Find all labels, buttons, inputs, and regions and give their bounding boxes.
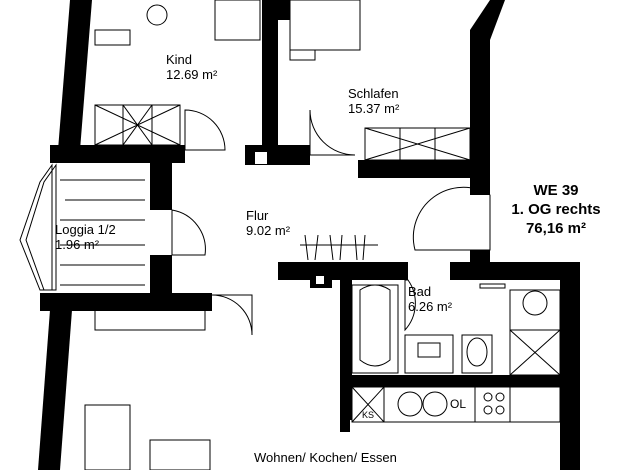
room-name: Wohnen/ Kochen/ Essen (254, 450, 397, 465)
room-name: Schlafen (348, 86, 399, 101)
room-area: 12.69 m² (166, 67, 218, 82)
unit-floor: 1. OG rechts (511, 201, 601, 218)
room-area: 6.26 m² (408, 299, 453, 314)
unit-area: 76,16 m² (525, 220, 587, 237)
room-name: Bad (408, 284, 432, 299)
room-wohnen: Wohnen/ Kochen/ Essen (254, 450, 397, 465)
room-area: 15.37 m² (348, 101, 400, 116)
oven-label: OL (450, 397, 466, 411)
fixtures-lines (19, 0, 561, 470)
room-name: Flur (246, 208, 269, 223)
unit-info: WE 39 1. OG rechts 76,16 m² (486, 181, 626, 238)
walls (38, 0, 580, 470)
room-name: Loggia 1/2 (55, 222, 116, 237)
fridge-label: KS (362, 410, 374, 420)
room-area: 9.02 m² (246, 223, 291, 238)
room-area: 1.96 m² (55, 237, 100, 252)
unit-name: WE 39 (533, 182, 579, 199)
room-name: Kind (166, 52, 193, 67)
